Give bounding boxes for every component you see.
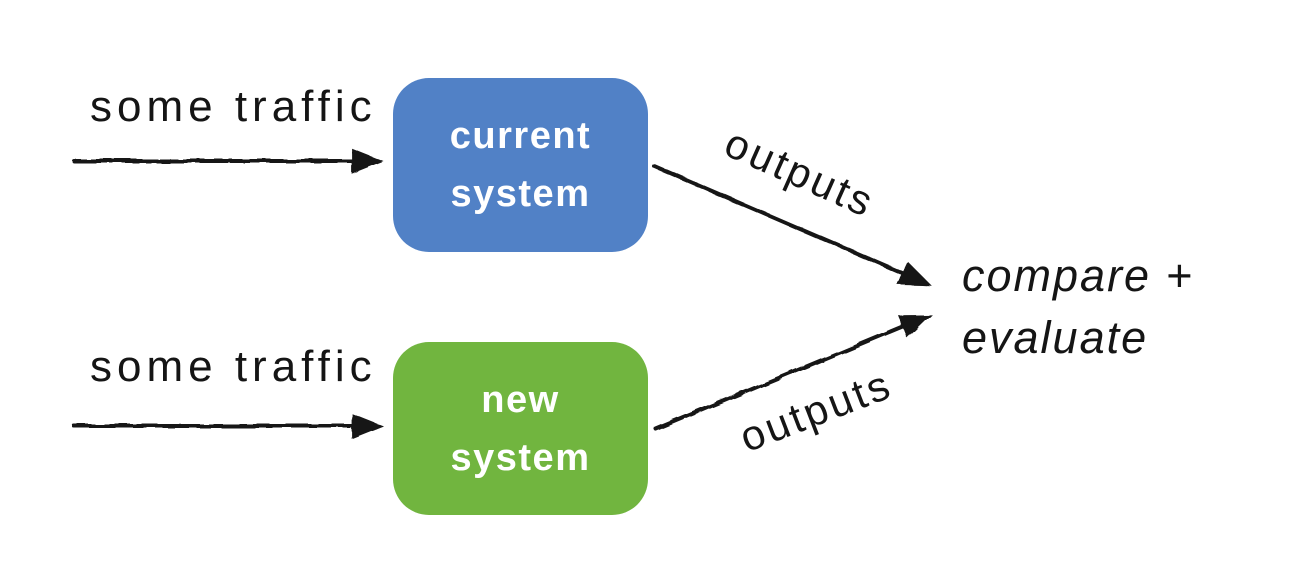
traffic-label-bottom: some traffic bbox=[90, 342, 377, 391]
node-new-system-label-line1: new bbox=[481, 378, 560, 421]
node-new-system: new system bbox=[393, 342, 648, 515]
compare-evaluate-line2: evaluate bbox=[962, 312, 1149, 363]
node-new-system-label-line2: system bbox=[450, 436, 591, 479]
compare-evaluate-line1: compare + bbox=[962, 250, 1194, 301]
node-current-system-label-line2: system bbox=[450, 173, 591, 215]
node-current-system-label-line1: current bbox=[449, 115, 592, 157]
node-current-system: current system bbox=[393, 78, 648, 252]
outputs-arrow-bottom bbox=[654, 314, 932, 431]
outputs-arrow-top bbox=[652, 164, 932, 286]
traffic-label-top: some traffic bbox=[90, 82, 377, 131]
compare-evaluate-label: compare + evaluate bbox=[962, 245, 1194, 369]
